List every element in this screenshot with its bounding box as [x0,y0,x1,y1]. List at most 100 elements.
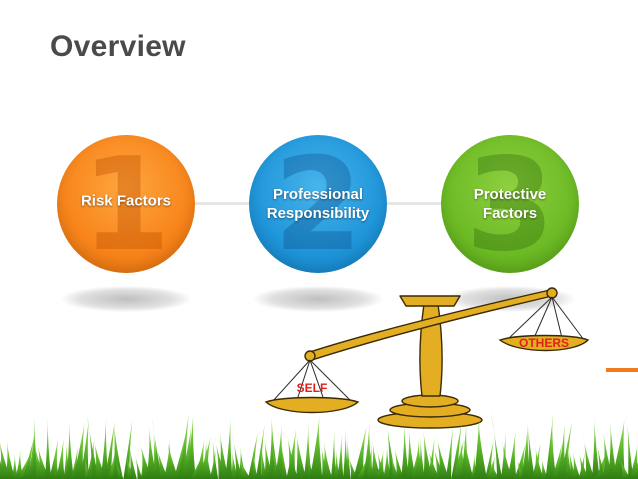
grass-blade [255,424,265,479]
accent-bar [606,368,638,372]
grass-blade [133,450,143,479]
grass-blade [602,427,614,479]
grass-blade [385,414,397,479]
grass-blade [53,446,60,479]
grass-blade [629,444,638,479]
grass-blade [347,452,358,479]
grass-blade [113,455,124,479]
right-pan-label: OTHERS [519,336,569,350]
grass-blade [515,456,526,479]
grass-blade [521,422,531,479]
grass-blade [146,423,158,479]
grass-blade [281,441,288,479]
grass-blade [626,412,634,479]
grass-blade [84,455,92,479]
left-pan-label: SELF [297,381,328,395]
grass-blade [151,417,163,479]
grass-blade [485,439,494,479]
grass-blade [353,426,367,479]
grass-blade [252,446,258,479]
grass-blade [533,445,544,479]
grass-blade [113,417,124,479]
grass-decoration [0,412,638,479]
grass-blade [270,438,281,479]
grass-blade [36,441,50,479]
grass-blade [138,438,153,479]
step-label-risk-factors: Risk Factors [80,192,172,210]
grass-blade [152,428,161,479]
step-label-professional-responsibility: Professional Responsibility [266,186,370,222]
grass-blade [247,432,258,479]
grass-blade [185,412,196,479]
grass-blade [457,438,468,479]
grass-blade [427,436,435,479]
grass-blade [128,440,137,479]
grass-blade [11,453,19,479]
grass-blade [260,444,268,479]
grass-blade [104,421,116,479]
grass-blade [566,437,572,479]
grass-blade [238,445,247,479]
grass-blade [286,430,298,479]
grass-blade [55,438,65,479]
grass-blade [231,431,243,479]
grass-blade [568,445,576,479]
grass-blade [140,453,147,479]
grass-blade [72,422,85,479]
grass-blade [213,433,226,479]
grass-blade [66,419,74,479]
grass-blade [166,438,179,479]
grass-blade [507,431,517,479]
grass-blade [541,456,549,479]
grass-blade [0,443,11,479]
grass-blade [490,412,503,479]
grass-blade [44,417,52,479]
grass-blade [126,454,135,479]
grass-blade [546,425,557,479]
balance-scale-icon: SELF OTHERS [264,287,590,429]
grass-blade [100,417,109,479]
grass-blade [80,418,89,479]
grass-blade [345,435,351,479]
grass-blade [225,416,233,479]
grass-blade [577,449,590,479]
grass-blade [367,443,373,479]
grass-blade [422,425,433,479]
grass-blade [608,417,618,479]
grass-blade [238,455,251,479]
grass-blade [383,445,392,479]
grass-blade [201,440,213,479]
grass-blade [406,426,416,479]
grass-blade [418,434,425,479]
grass-blade [445,425,454,479]
grass-blade [594,435,606,479]
grass-blade [93,437,107,479]
page-title: Overview [50,30,186,63]
grass-blade [426,444,440,479]
circle-shadow-1 [61,286,191,312]
grass-blade [263,434,274,479]
grass-blade [435,432,450,479]
grass-blade [23,437,35,479]
grass-blade [230,448,239,479]
grass-blade [268,414,279,479]
grass-blade [34,442,46,479]
grass-blade [212,433,219,479]
step-circle-protective-factors: 3 Protective Factors [441,135,579,273]
grass-blade [526,416,535,479]
grass-blade [432,442,445,479]
grass-blade [337,433,344,479]
grass-blade [5,438,16,479]
grass-blade [86,413,99,479]
grass-blade [560,421,573,479]
grass-blade [451,421,463,479]
circle-shadow-2 [253,286,383,312]
step-circle-risk-factors: 1 Risk Factors [57,135,195,273]
grass-blade [401,420,410,479]
step-circle-professional-responsibility: 2 Professional Responsibility [249,135,387,273]
grass-blade [615,417,626,479]
grass-blade [330,429,337,479]
grass-blade [219,427,229,479]
grass-blade [591,414,600,479]
grass-blade [389,450,400,479]
